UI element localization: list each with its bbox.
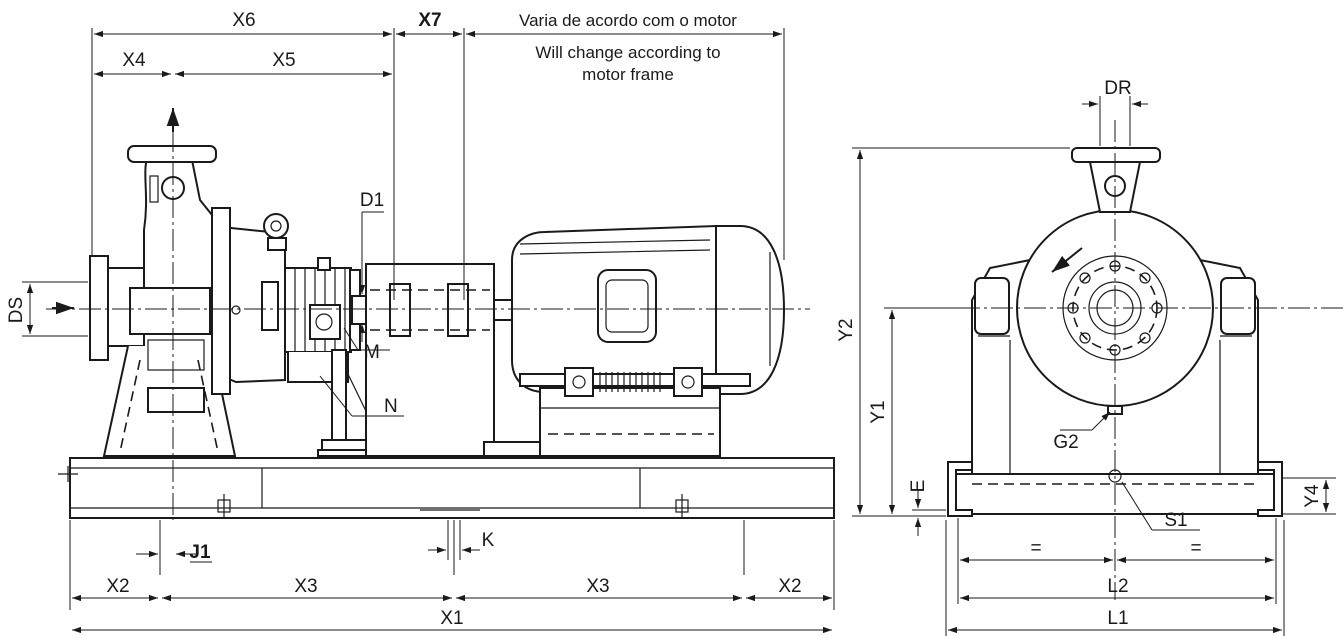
label-m: M xyxy=(364,342,380,363)
label-s1: S1 xyxy=(1164,510,1187,531)
label-n: N xyxy=(384,396,398,417)
side-view: X6 X7 X4 X5 Varia de acordo com o motor … xyxy=(6,10,835,634)
dim-l1: L1 xyxy=(1107,608,1128,629)
motor xyxy=(483,224,786,457)
dim-x7: X7 xyxy=(418,10,441,31)
dim-y1: Y1 xyxy=(868,400,889,423)
dim-y2: Y2 xyxy=(836,318,857,341)
base-frame xyxy=(58,457,835,519)
dim-x2-left: X2 xyxy=(106,576,129,597)
dim-x4: X4 xyxy=(122,50,146,71)
note-line2: Will change according to xyxy=(535,43,720,62)
dim-k: K xyxy=(482,530,495,551)
dim-ds: DS xyxy=(6,297,27,323)
label-g2: G2 xyxy=(1053,432,1078,453)
dim-d1: D1 xyxy=(360,190,384,211)
coupling-guard xyxy=(365,263,495,457)
dim-x2-right: X2 xyxy=(778,576,801,597)
dim-e: E xyxy=(908,480,929,493)
dim-x1: X1 xyxy=(440,608,463,629)
note-line3: motor frame xyxy=(582,65,674,84)
dim-eq-right: = xyxy=(1190,538,1201,559)
dim-x3-left: X3 xyxy=(294,576,317,597)
dim-x5: X5 xyxy=(272,50,295,71)
dim-y4: Y4 xyxy=(1302,484,1323,508)
pump-casing xyxy=(89,145,237,457)
note-line1: Varia de acordo com o motor xyxy=(519,11,737,30)
dim-eq-left: = xyxy=(1030,538,1041,559)
dim-x6: X6 xyxy=(232,10,255,31)
dim-dr: DR xyxy=(1104,78,1131,99)
dim-l2: L2 xyxy=(1107,576,1128,597)
front-view: DR Y2 Y1 E G2 S1 Y4 = = xyxy=(836,78,1343,636)
bearing-frame xyxy=(211,207,385,457)
dim-j1: J1 xyxy=(189,542,211,563)
dim-x3-right: X3 xyxy=(586,576,609,597)
